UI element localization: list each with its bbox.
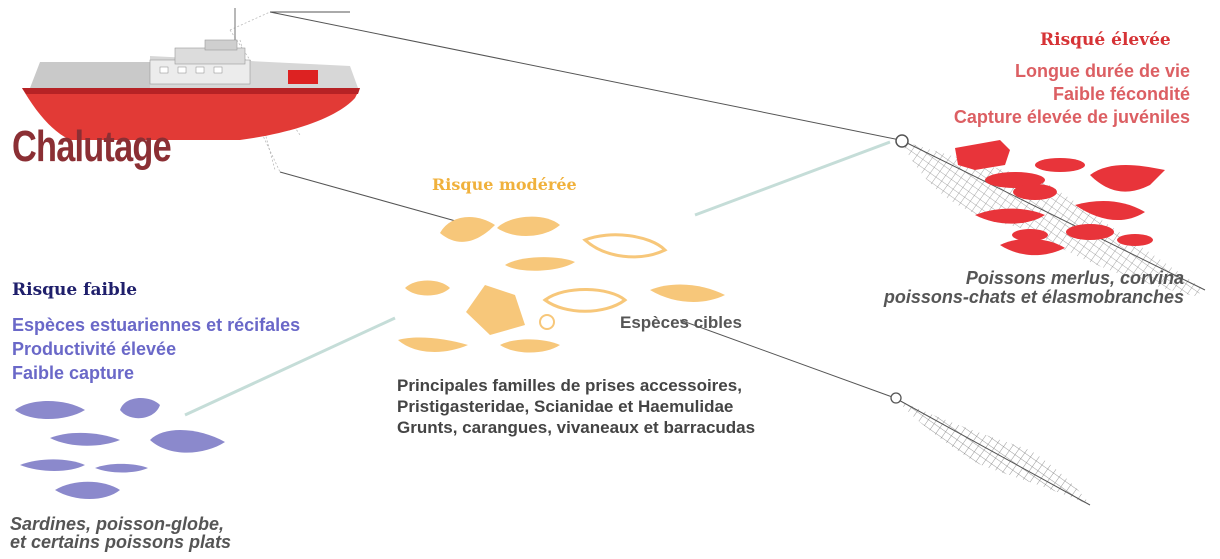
low-risk-item: Espèces estuariennes et récifales <box>12 315 301 335</box>
low-risk-item: Productivité élevée <box>12 339 177 359</box>
low-risk-species-line: et certains poissons plats <box>10 532 232 552</box>
high-risk-net <box>895 134 1205 296</box>
trawler-boat <box>22 8 360 140</box>
moderate-risk-fish-icons <box>398 216 725 353</box>
low-risk-item: Faible capture <box>12 363 135 383</box>
high-risk-item: Faible fécondité <box>1052 84 1190 104</box>
high-risk-heading: Risqué élevée <box>1040 30 1171 50</box>
target-net <box>890 392 1091 506</box>
high-risk-item: Capture élevée de juvéniles <box>953 107 1190 127</box>
page-title: Chalutage <box>12 122 172 171</box>
low-risk-species: Sardines, poisson-globe, et certains poi… <box>10 515 231 551</box>
bycatch-description: Principales familles de prises accessoir… <box>397 375 755 438</box>
bycatch-line: Pristigasteridae, Scianidae et Haemulida… <box>397 397 734 416</box>
high-risk-species-line: poissons-chats et élasmobranches <box>883 287 1184 307</box>
high-risk-species: Poissons merlus, corvina poissons-chats … <box>884 269 1184 307</box>
high-risk-criteria: Longue durée de vie Faible fécondité Cap… <box>954 60 1190 129</box>
high-risk-fish-icons <box>955 140 1165 256</box>
high-risk-species-line: Poissons merlus, corvina <box>965 268 1184 288</box>
bycatch-line: Grunts, carangues, vivaneaux et barracud… <box>397 418 756 437</box>
risk-connectors <box>184 140 891 417</box>
low-risk-species-line: Sardines, poisson-globe, <box>10 514 225 534</box>
high-risk-item: Longue durée de vie <box>1014 61 1190 81</box>
moderate-risk-heading: Risque modérée <box>432 175 577 194</box>
bycatch-line: Principales familles de prises accessoir… <box>397 376 742 395</box>
low-risk-criteria: Espèces estuariennes et récifales Produc… <box>12 313 300 385</box>
low-risk-heading: Risque faible <box>12 280 138 300</box>
target-species-label: Espèces cibles <box>620 313 742 332</box>
low-risk-fish-icons <box>15 398 225 499</box>
